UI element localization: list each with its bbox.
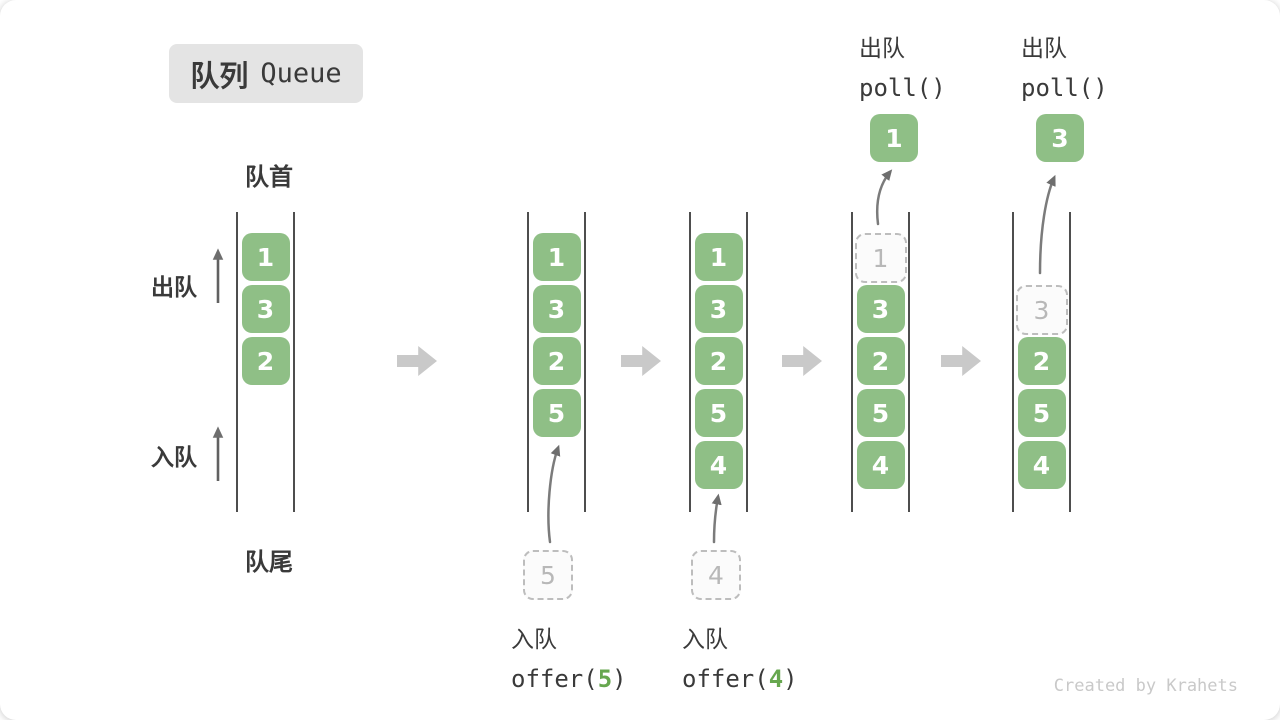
queue-element: 2 — [856, 337, 905, 385]
queue-element: 3 — [694, 285, 743, 333]
removed-element-ghost: 1 — [854, 233, 907, 283]
enqueue-operation-2: 入队 offer(4) — [682, 620, 798, 693]
queue-element: 1 — [694, 233, 743, 281]
queue-element: 5 — [694, 389, 743, 437]
title-zh: 队列 — [190, 60, 249, 93]
queue-element: 1 — [241, 233, 290, 281]
queue-element: 2 — [694, 337, 743, 385]
dequeued-element: 1 — [870, 114, 918, 162]
code-text: offer( — [511, 665, 598, 693]
label-dequeue: 出队 — [151, 274, 197, 300]
queue-element: 2 — [532, 337, 581, 385]
queue-column-1: 1 3 2 — [236, 212, 295, 512]
enqueue-operation-label: 入队 — [682, 626, 728, 652]
queue-element: 3 — [532, 285, 581, 333]
label-enqueue: 入队 — [151, 444, 197, 470]
incoming-element-ghost: 4 — [691, 550, 741, 600]
label-queue-rear: 队尾 — [245, 549, 293, 576]
queue-column-2: 1 3 2 5 — [527, 212, 586, 512]
dequeue-operation-1: 出队 poll() — [859, 29, 946, 102]
enqueue-operation-label: 入队 — [511, 626, 557, 652]
enqueue-operation-1: 入队 offer(5) — [511, 620, 627, 693]
dequeue-operation-label: 出队 — [859, 35, 905, 61]
code-text: ) — [783, 665, 798, 693]
code-text: ) — [612, 665, 627, 693]
queue-element: 4 — [694, 441, 743, 489]
watermark-text: Created by Krahets — [1053, 676, 1238, 696]
dequeued-element: 3 — [1036, 114, 1084, 162]
queue-element: 1 — [532, 233, 581, 281]
queue-element: 5 — [1017, 389, 1066, 437]
dequeue-operation-code: poll() — [859, 74, 946, 102]
queue-element: 4 — [856, 441, 905, 489]
dequeue-operation-label: 出队 — [1021, 35, 1067, 61]
step-arrow-icon — [782, 346, 822, 376]
queue-column-4: 1 3 2 5 4 — [851, 212, 910, 512]
queue-element: 3 — [241, 285, 290, 333]
title-en: Queue — [260, 58, 342, 89]
step-arrow-icon — [941, 346, 981, 376]
queue-column-5: 3 2 5 4 — [1012, 212, 1071, 512]
code-arg: 4 — [768, 665, 784, 693]
removed-element-ghost: 3 — [1015, 285, 1068, 335]
dequeue-operation-2: 出队 poll() — [1021, 29, 1108, 102]
queue-element: 2 — [241, 337, 290, 385]
enqueue-operation-code: offer(5) — [511, 665, 627, 693]
code-arg: 5 — [597, 665, 613, 693]
step-arrow-icon — [397, 346, 437, 376]
queue-element: 5 — [856, 389, 905, 437]
queue-element: 3 — [856, 285, 905, 333]
queue-element: 2 — [1017, 337, 1066, 385]
dequeue-operation-code: poll() — [1021, 74, 1108, 102]
enqueue-operation-code: offer(4) — [682, 665, 798, 693]
queue-element: 4 — [1017, 441, 1066, 489]
queue-element: 5 — [532, 389, 581, 437]
incoming-element-ghost: 5 — [523, 550, 573, 600]
queue-column-3: 1 3 2 5 4 — [689, 212, 748, 512]
title-badge: 队列 Queue — [169, 44, 363, 103]
code-text: offer( — [682, 665, 769, 693]
label-queue-front: 队首 — [245, 164, 293, 191]
step-arrow-icon — [621, 346, 661, 376]
